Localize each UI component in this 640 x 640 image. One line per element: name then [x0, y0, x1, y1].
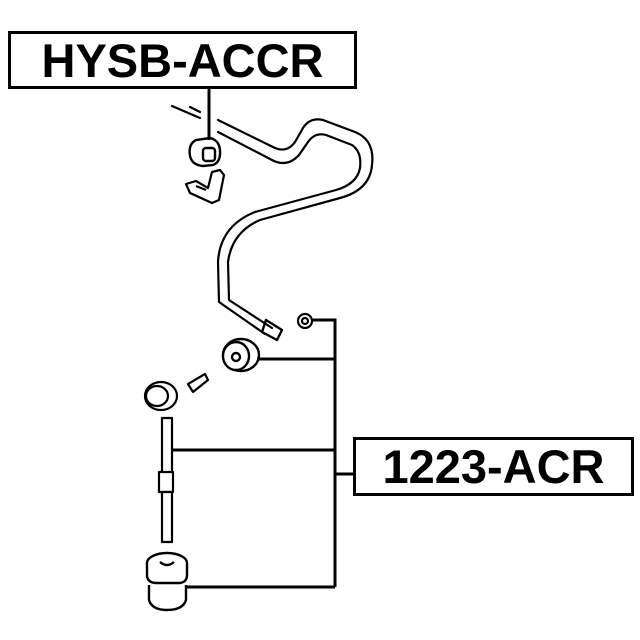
- stabilizer-bar: [170, 104, 374, 342]
- part-number-label-top: HYSB-ACCR: [8, 31, 357, 89]
- link-bushing-lower: [145, 551, 189, 612]
- callout-lines-right: [173, 318, 353, 589]
- stabilizer-bar-bushing: [188, 136, 222, 168]
- part-number-label-right: 1223-ACR: [353, 437, 634, 496]
- bushing-bracket: [184, 168, 226, 205]
- link-bushing-upper: [221, 337, 261, 373]
- nut: [296, 312, 314, 330]
- stabilizer-link: [143, 372, 210, 544]
